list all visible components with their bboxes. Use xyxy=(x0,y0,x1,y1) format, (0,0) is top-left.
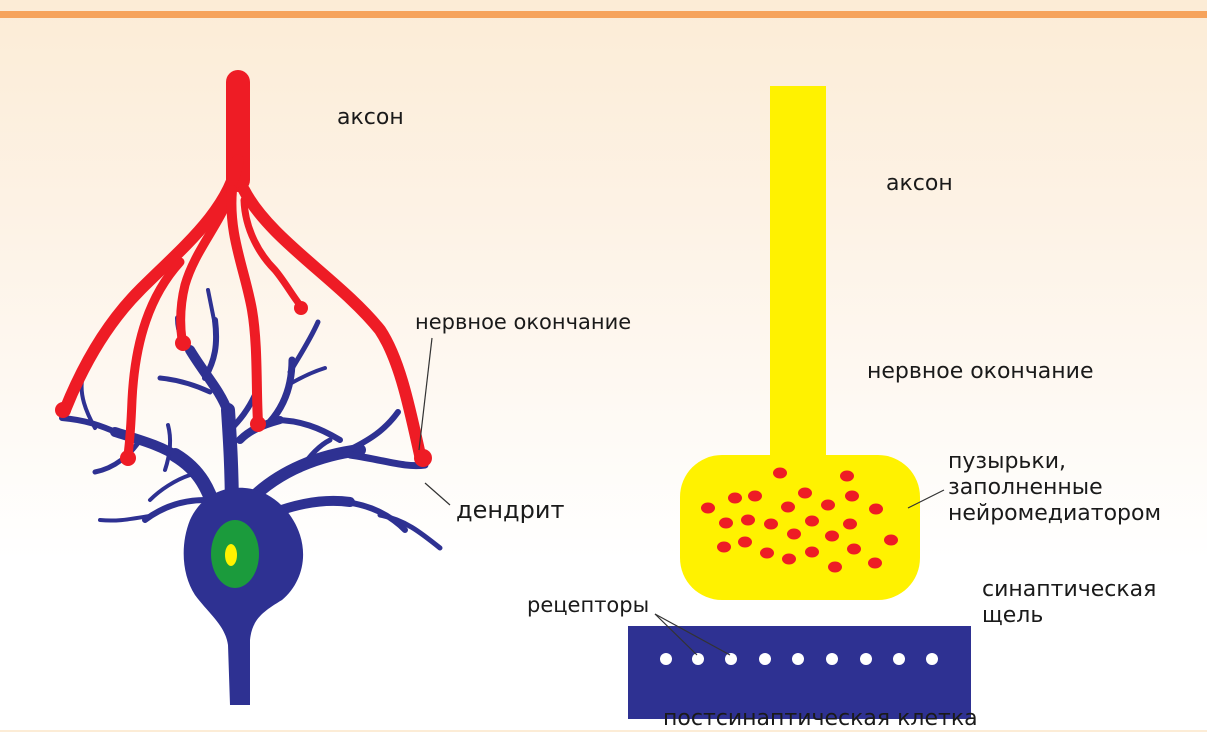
postsynaptic-cell-label: постсинаптическая клетка xyxy=(663,706,978,732)
left-nerve-ending-label: нервное окончание xyxy=(415,309,631,335)
vesicles-label: пузырьки, заполненные нейромедиатором xyxy=(948,449,1161,527)
receptors-label: рецепторы xyxy=(527,592,649,618)
vesicles-label-line2: заполненные xyxy=(948,475,1161,501)
nucleolus xyxy=(225,544,237,566)
left-axon xyxy=(65,82,420,455)
cleft-label-line1: синаптическая xyxy=(982,577,1156,603)
synaptic-cleft-label: синаптическая щель xyxy=(982,577,1156,629)
nerve-ending-pointer-line xyxy=(419,338,432,450)
vesicles-label-line1: пузырьки, xyxy=(948,449,1161,475)
presynaptic-terminal xyxy=(680,455,920,600)
cleft-label-line2: щель xyxy=(982,603,1156,629)
left-axon-label: аксон xyxy=(337,105,404,131)
receptors xyxy=(660,653,938,665)
dendrite-label: дендрит xyxy=(456,497,564,523)
right-nerve-ending-label: нервное окончание xyxy=(867,359,1094,385)
dendrite-pointer-line xyxy=(425,483,450,505)
vesicles-label-line3: нейромедиатором xyxy=(948,501,1161,527)
right-axon-label: аксон xyxy=(886,171,953,197)
right-axon-shaft xyxy=(770,86,826,466)
neuron-cell-body xyxy=(184,488,303,705)
